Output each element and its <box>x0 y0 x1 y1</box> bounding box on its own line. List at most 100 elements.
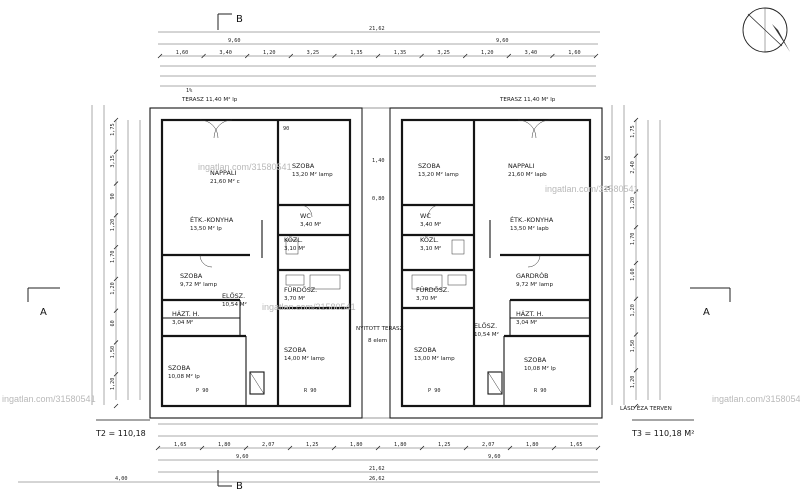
dimension-label: 2,40 <box>630 161 636 174</box>
dimension-tick <box>243 445 249 451</box>
room-name: KÖZL. <box>420 235 439 244</box>
room-area: 3,04 M² <box>172 319 193 326</box>
dimension-label: 1,20 <box>630 304 636 317</box>
dimension-tick <box>462 53 468 59</box>
dimension-tick <box>633 260 639 266</box>
dimension-label: 1,70 <box>110 251 116 264</box>
dimension-label: 1,50 <box>110 346 116 359</box>
room-area: 13,00 M² lamp <box>414 355 455 362</box>
dimension-tick <box>633 403 639 409</box>
dimension-label: 3,40 <box>525 50 538 56</box>
dimension-tick <box>633 224 639 230</box>
dimension-tick <box>287 445 293 451</box>
top-dimension-lines <box>157 31 600 87</box>
dimension-label: 1,20 <box>110 378 116 391</box>
bottom-half-dim-right: 9,60 <box>488 454 501 460</box>
dimension-label: 1,20 <box>630 197 636 210</box>
room-area: 3,10 M² <box>420 245 441 252</box>
left-door-dim: 90 <box>283 126 289 132</box>
dimension-label: 1,25 <box>306 442 319 448</box>
bottom-dimension-lines <box>18 423 601 483</box>
dimension-tick <box>157 53 163 59</box>
dimension-label: 3,25 <box>307 50 320 56</box>
dimension-label: 3,25 <box>437 50 450 56</box>
dimension-tick <box>244 53 250 59</box>
dimension-tick <box>419 53 424 59</box>
room-name: ELŐSZ. <box>222 291 245 300</box>
room-area: 21,60 M² c <box>210 178 240 185</box>
right-edge-dim: 30 <box>604 156 610 162</box>
dimension-tick <box>463 445 469 451</box>
dimension-label: 1,75 <box>630 125 636 138</box>
dimension-label: 1,60 <box>568 50 581 56</box>
room-area: 10,54 M² <box>474 331 499 338</box>
bottom-outer-dim: 26,62 <box>369 476 385 482</box>
dimension-label: 3,40 <box>219 50 232 56</box>
dimension-label: 3,15 <box>110 155 116 168</box>
dimension-label: 1,60 <box>176 50 189 56</box>
bottom-total-dim: 21,62 <box>369 466 385 472</box>
right-dimension-lines <box>611 105 661 409</box>
room-name: SZOBA <box>418 162 441 170</box>
room-area: 9,72 M² lamp <box>180 281 218 288</box>
room-area: 3,40 M² <box>300 221 321 228</box>
dimension-tick <box>113 371 119 377</box>
top-half-dim-left: 9,60 <box>228 38 241 44</box>
room-area: 3,70 M² <box>416 295 437 302</box>
room-area: 13,20 M² lamp <box>292 171 333 178</box>
section-line-b: B B <box>217 13 243 492</box>
dimension-label: 1,35 <box>350 50 363 56</box>
room-area: 3,04 M² <box>516 319 537 326</box>
room-area: 9,72 M² lamp <box>516 281 554 288</box>
dimension-label: 1,20 <box>481 50 494 56</box>
dimension-tick <box>201 53 206 59</box>
watermark: ingatlan.com/31580541 <box>198 162 292 172</box>
dimension-tick <box>550 53 555 59</box>
left-terrace-label: TERASZ 11,40 M² lp <box>181 96 238 103</box>
dimension-tick <box>595 445 601 451</box>
room-area: 3,70 M² <box>284 295 305 302</box>
dimension-tick <box>113 181 119 186</box>
room-name: NAPPALI <box>508 162 534 170</box>
room-name: ÉTK.-KONYHA <box>190 215 234 224</box>
dimension-tick <box>633 189 639 194</box>
dimension-label: 1,80 <box>218 442 231 448</box>
dimension-tick <box>113 213 119 218</box>
right-edge-dim-2: 25 <box>604 186 610 192</box>
section-mark-left: A <box>40 307 47 318</box>
watermark: ingatlan.com/31580541 <box>545 184 639 194</box>
dimension-label: 1,65 <box>570 442 583 448</box>
room-area: 3,10 M² <box>284 245 305 252</box>
dimension-tick <box>507 445 513 451</box>
building-walls <box>149 107 603 419</box>
room-area: 13,50 M² lp <box>190 225 222 232</box>
room-area: 13,50 M² lapb <box>510 225 549 232</box>
watermark: ingatlan.com/31580541 <box>262 302 356 312</box>
room-name: SZOBA <box>284 346 307 354</box>
bottom-half-dim-left: 9,60 <box>236 454 249 460</box>
dimension-label: 1,65 <box>174 442 187 448</box>
dimension-tick <box>113 308 119 313</box>
dimension-tick <box>113 149 119 155</box>
dimension-tick <box>113 117 119 123</box>
dimension-tick <box>593 53 599 59</box>
room-name: HÁZT. H. <box>172 309 200 318</box>
room-name: FÜRDŐSZ. <box>416 285 449 294</box>
room-name: SZOBA <box>180 272 203 280</box>
dimension-label: 1,75 <box>110 123 116 136</box>
north-arrow-icon <box>742 7 790 53</box>
dimension-label: 1,80 <box>350 442 363 448</box>
dimension-label: 1,80 <box>394 442 407 448</box>
room-area: 13,20 M² lamp <box>418 171 459 178</box>
room-name: KÖZL. <box>284 235 303 244</box>
dimension-tick <box>199 445 205 451</box>
dimension-tick <box>375 53 381 59</box>
left-window-r: R 90 <box>304 388 317 394</box>
dimension-tick <box>633 153 639 159</box>
dimension-tick <box>633 332 639 337</box>
right-terrace-label: TERASZ 11,40 M² lp <box>499 96 556 103</box>
section-mark-top: B <box>236 14 243 25</box>
